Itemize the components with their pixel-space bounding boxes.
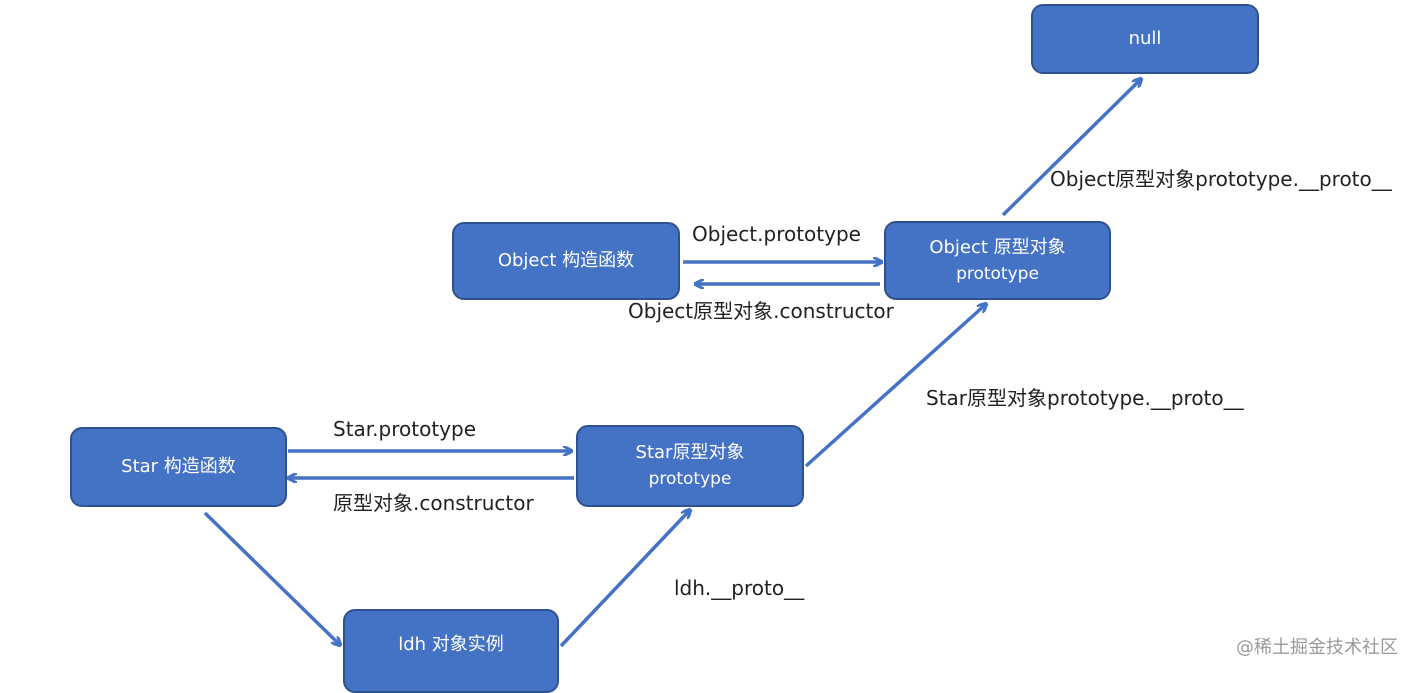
object-prototype-node: Object 原型对象 prototype: [884, 221, 1111, 300]
object-constructor-node: Object 构造函数: [452, 222, 680, 300]
arrow-ldh-proto: [559, 511, 689, 648]
label-star-constructor: 原型对象.constructor: [333, 491, 534, 515]
label-star-prototype: Star.prototype: [333, 417, 477, 441]
star-prototype-sublabel: prototype: [648, 469, 732, 489]
object-constructor-label: Object 构造函数: [497, 250, 635, 271]
object-prototype-sublabel: prototype: [956, 263, 1039, 284]
label-object-constructor: Object原型对象.constructor: [628, 299, 894, 323]
label-star-proto-to-object: Star原型对象prototype.__proto__: [926, 386, 1244, 410]
star-prototype-label: Star原型对象: [635, 442, 745, 463]
arrow-object-proto-to-null: [1001, 80, 1140, 217]
ldh-instance-label: ldh 对象实例: [398, 634, 504, 655]
null-node: null: [1031, 4, 1259, 74]
watermark-text: @稀土掘金技术社区: [1236, 637, 1398, 658]
arrow-star-proto-to-object: [804, 305, 985, 468]
label-object-proto-to-null: Object原型对象prototype.__proto__: [1050, 167, 1392, 191]
star-prototype-node: Star原型对象 prototype: [576, 425, 804, 507]
star-constructor-label: Star 构造函数: [121, 456, 236, 477]
null-node-label: null: [1128, 28, 1162, 49]
arrow-star-new-ldh: [203, 511, 339, 644]
arrows-layer: [203, 0, 1417, 679]
ldh-instance-node: ldh 对象实例: [343, 609, 559, 693]
object-prototype-label: Object 原型对象: [929, 236, 1066, 258]
star-constructor-node: Star 构造函数: [70, 427, 287, 507]
label-ldh-proto: ldh.__proto__: [674, 576, 805, 600]
label-object-prototype: Object.prototype: [692, 222, 861, 246]
